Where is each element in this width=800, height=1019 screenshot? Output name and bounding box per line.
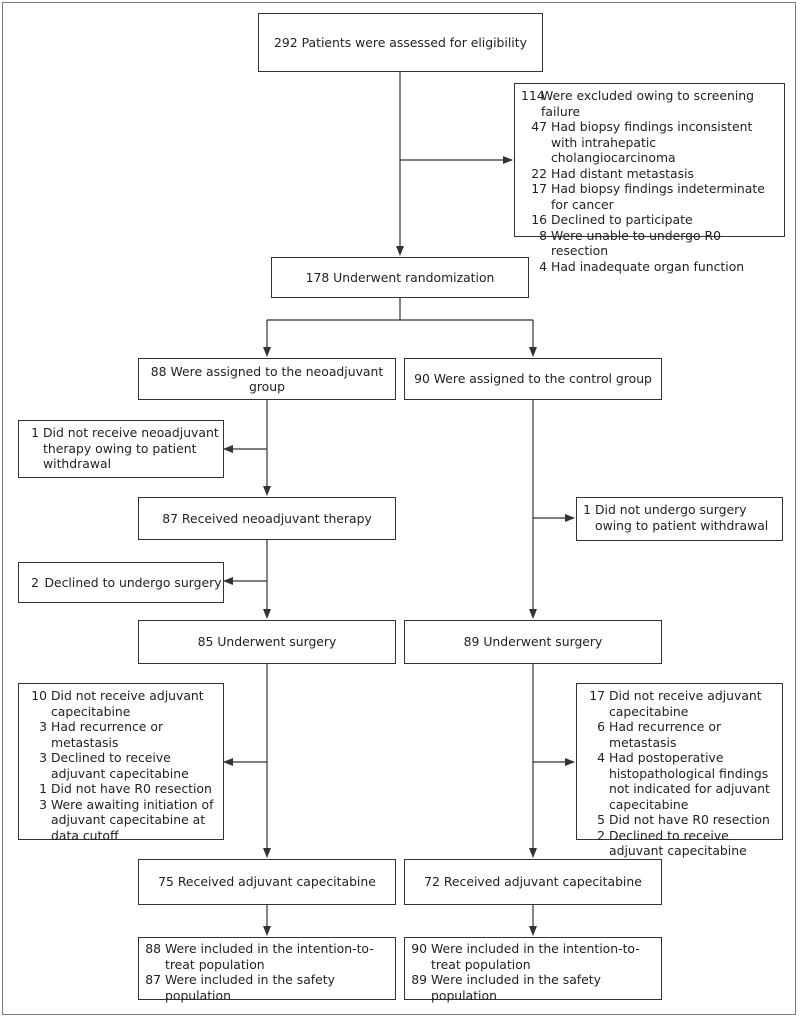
neo-no-adjuvant-box: 10 Did not receive adjuvant capecitabine…	[18, 683, 224, 843]
neo-received-adjuvant-label: 75 Received adjuvant capecitabine	[158, 874, 376, 890]
control-safety-population: 89 Were included in the safety populatio…	[411, 972, 601, 1003]
neo-surgery-label: 85 Underwent surgery	[197, 634, 337, 650]
neoadjuvant-group-label: 88 Were assigned to the neoadjuvant grou…	[150, 363, 384, 395]
randomization-label: 178 Underwent randomization	[305, 269, 495, 285]
neoadjuvant-group-box: 88 Were assigned to the neoadjuvant grou…	[138, 358, 396, 400]
neo-itt-population: 88 Were included in the intention-to-tre…	[145, 941, 374, 972]
control-surgery-box: 89 Underwent surgery	[404, 620, 662, 664]
control-no-adjuvant-box: 17 Did not receive adjuvant capecitabine…	[576, 683, 783, 858]
neo-received-adjuvant-box: 75 Received adjuvant capecitabine	[138, 859, 396, 905]
control-no-adjuvant-title: 17 Did not receive adjuvant capecitabine	[589, 688, 762, 719]
assessed-box: 292 Patients were assessed for eligibili…	[258, 13, 543, 72]
excluded-box: 114 Were excluded owing to screening fai…	[514, 83, 785, 274]
neo-safety-population: 87 Were included in the safety populatio…	[145, 972, 335, 1003]
neo-surgery-box: 85 Underwent surgery	[138, 620, 396, 664]
received-neoadjuvant-label: 87 Received neoadjuvant therapy	[162, 510, 372, 526]
control-group-label: 90 Were assigned to the control group	[414, 371, 652, 387]
received-neoadjuvant-box: 87 Received neoadjuvant therapy	[138, 497, 396, 540]
neo-no-adjuvant-title: 10 Did not receive adjuvant capecitabine	[31, 688, 204, 719]
assessed-label: 292 Patients were assessed for eligibili…	[274, 34, 527, 50]
no-surgery-box: 1 Did not undergo surgery owing to patie…	[576, 497, 783, 541]
neo-populations-box: 88 Were included in the intention-to-tre…	[138, 937, 396, 1003]
excluded-title: 114 Were excluded owing to screening fai…	[521, 88, 754, 119]
declined-surgery-box: 2 Declined to undergo surgery	[18, 562, 224, 603]
control-received-adjuvant-label: 72 Received adjuvant capecitabine	[424, 874, 642, 890]
control-surgery-label: 89 Underwent surgery	[463, 634, 603, 650]
randomization-box: 178 Underwent randomization	[271, 257, 529, 298]
control-group-box: 90 Were assigned to the control group	[404, 358, 662, 400]
control-itt-population: 90 Were included in the intention-to-tre…	[411, 941, 640, 972]
control-populations-box: 90 Were included in the intention-to-tre…	[404, 937, 662, 1003]
no-neoadjuvant-box: 1 Did not receive neoadjuvant therapy ow…	[18, 420, 224, 478]
control-received-adjuvant-box: 72 Received adjuvant capecitabine	[404, 859, 662, 905]
